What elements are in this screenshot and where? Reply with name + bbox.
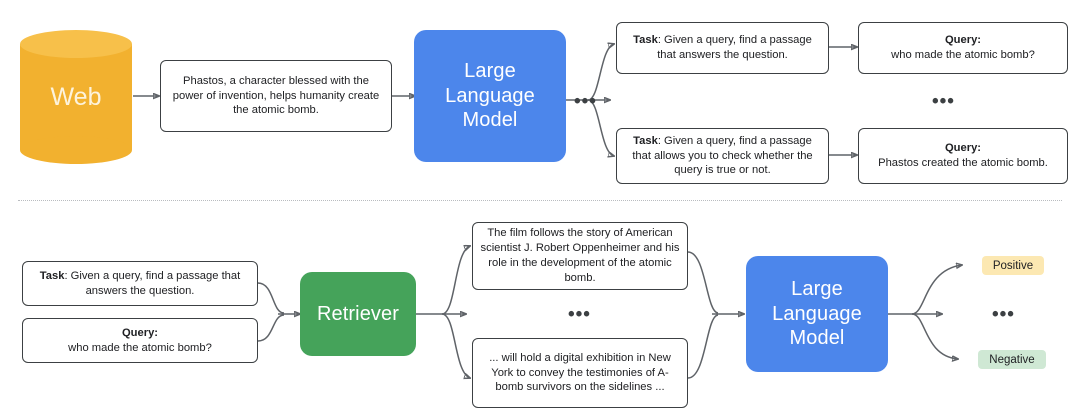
query-prefix-2: Query:	[944, 142, 982, 155]
bottom-llm-line-3: Model	[789, 327, 845, 350]
bottom-llm-line-2: Language	[772, 302, 862, 325]
input-query-box: Query: who made the atomic bomb?	[22, 318, 258, 363]
retrieved-passage-box-1: The film follows the story of American s…	[472, 222, 688, 290]
task-prefix-1: Task	[633, 34, 658, 47]
top-llm-block: Large Language Model	[414, 30, 566, 162]
label-badge-negative: Negative	[978, 350, 1046, 369]
generated-task-text-2: Task: Given a query, find a passage that…	[624, 134, 821, 178]
generated-task-text-1: Task: Given a query, find a passage that…	[624, 33, 821, 63]
top-llm-line-1: Large	[464, 60, 516, 83]
top-llm-line-3: Model	[462, 109, 518, 132]
generated-task-box-1: Task: Given a query, find a passage that…	[616, 22, 829, 74]
task-body-1: : Given a query, find a passage that ans…	[657, 34, 812, 61]
web-label: Web	[50, 82, 102, 111]
retrieved-passage-box-2: ... will hold a digital exhibition in Ne…	[472, 338, 688, 408]
bottom-llm-line-1: Large	[791, 278, 843, 301]
generated-task-box-2: Task: Given a query, find a passage that…	[616, 128, 829, 184]
query-body-2: Phastos created the atomic bomb.	[878, 157, 1048, 169]
task-prefix-2: Task	[633, 134, 658, 147]
query-body-1: who made the atomic bomb?	[891, 49, 1035, 61]
input-task-prefix: Task	[39, 269, 65, 282]
cylinder-body	[20, 44, 132, 150]
retrieved-passage-text-1: The film follows the story of American s…	[480, 227, 680, 284]
generated-query-box-2: Query: Phastos created the atomic bomb.	[858, 128, 1068, 184]
top-llm-line-2: Language	[445, 84, 535, 107]
input-task-box: Task: Given a query, find a passage that…	[22, 261, 258, 306]
web-datastore-cylinder: Web	[20, 30, 132, 164]
query-ellipsis: •••	[932, 91, 955, 112]
generated-query-text-1: Query: who made the atomic bomb?	[891, 33, 1035, 63]
section-divider	[18, 200, 1062, 201]
passage-ellipsis: •••	[568, 304, 591, 325]
web-passage-box: Phastos, a character blessed with the po…	[160, 60, 392, 132]
bottom-llm-block: Large Language Model	[746, 256, 888, 372]
input-task-body: : Given a query, find a passage that ans…	[64, 269, 241, 297]
retrieved-passage-text-2: ... will hold a digital exhibition in Ne…	[489, 351, 671, 394]
generated-query-text-2: Query: Phastos created the atomic bomb.	[878, 141, 1048, 171]
retriever-label: Retriever	[316, 302, 400, 325]
cylinder-top	[20, 30, 132, 58]
task-body-2: : Given a query, find a passage that all…	[632, 134, 813, 177]
retriever-block: Retriever	[300, 272, 416, 356]
query-prefix-1: Query:	[944, 34, 982, 47]
generated-query-box-1: Query: who made the atomic bomb?	[858, 22, 1068, 74]
cylinder-bottom	[20, 136, 132, 164]
input-query-text: Query: who made the atomic bomb?	[68, 326, 212, 356]
web-passage-text: Phastos, a character blessed with the po…	[172, 74, 380, 117]
label-badge-positive: Positive	[982, 256, 1044, 275]
input-query-prefix: Query:	[121, 326, 159, 339]
input-task-text: Task: Given a query, find a passage that…	[30, 269, 250, 299]
input-query-body: who made the atomic bomb?	[68, 341, 212, 354]
task-ellipsis: •••	[574, 91, 597, 112]
label-ellipsis: •••	[992, 304, 1015, 325]
